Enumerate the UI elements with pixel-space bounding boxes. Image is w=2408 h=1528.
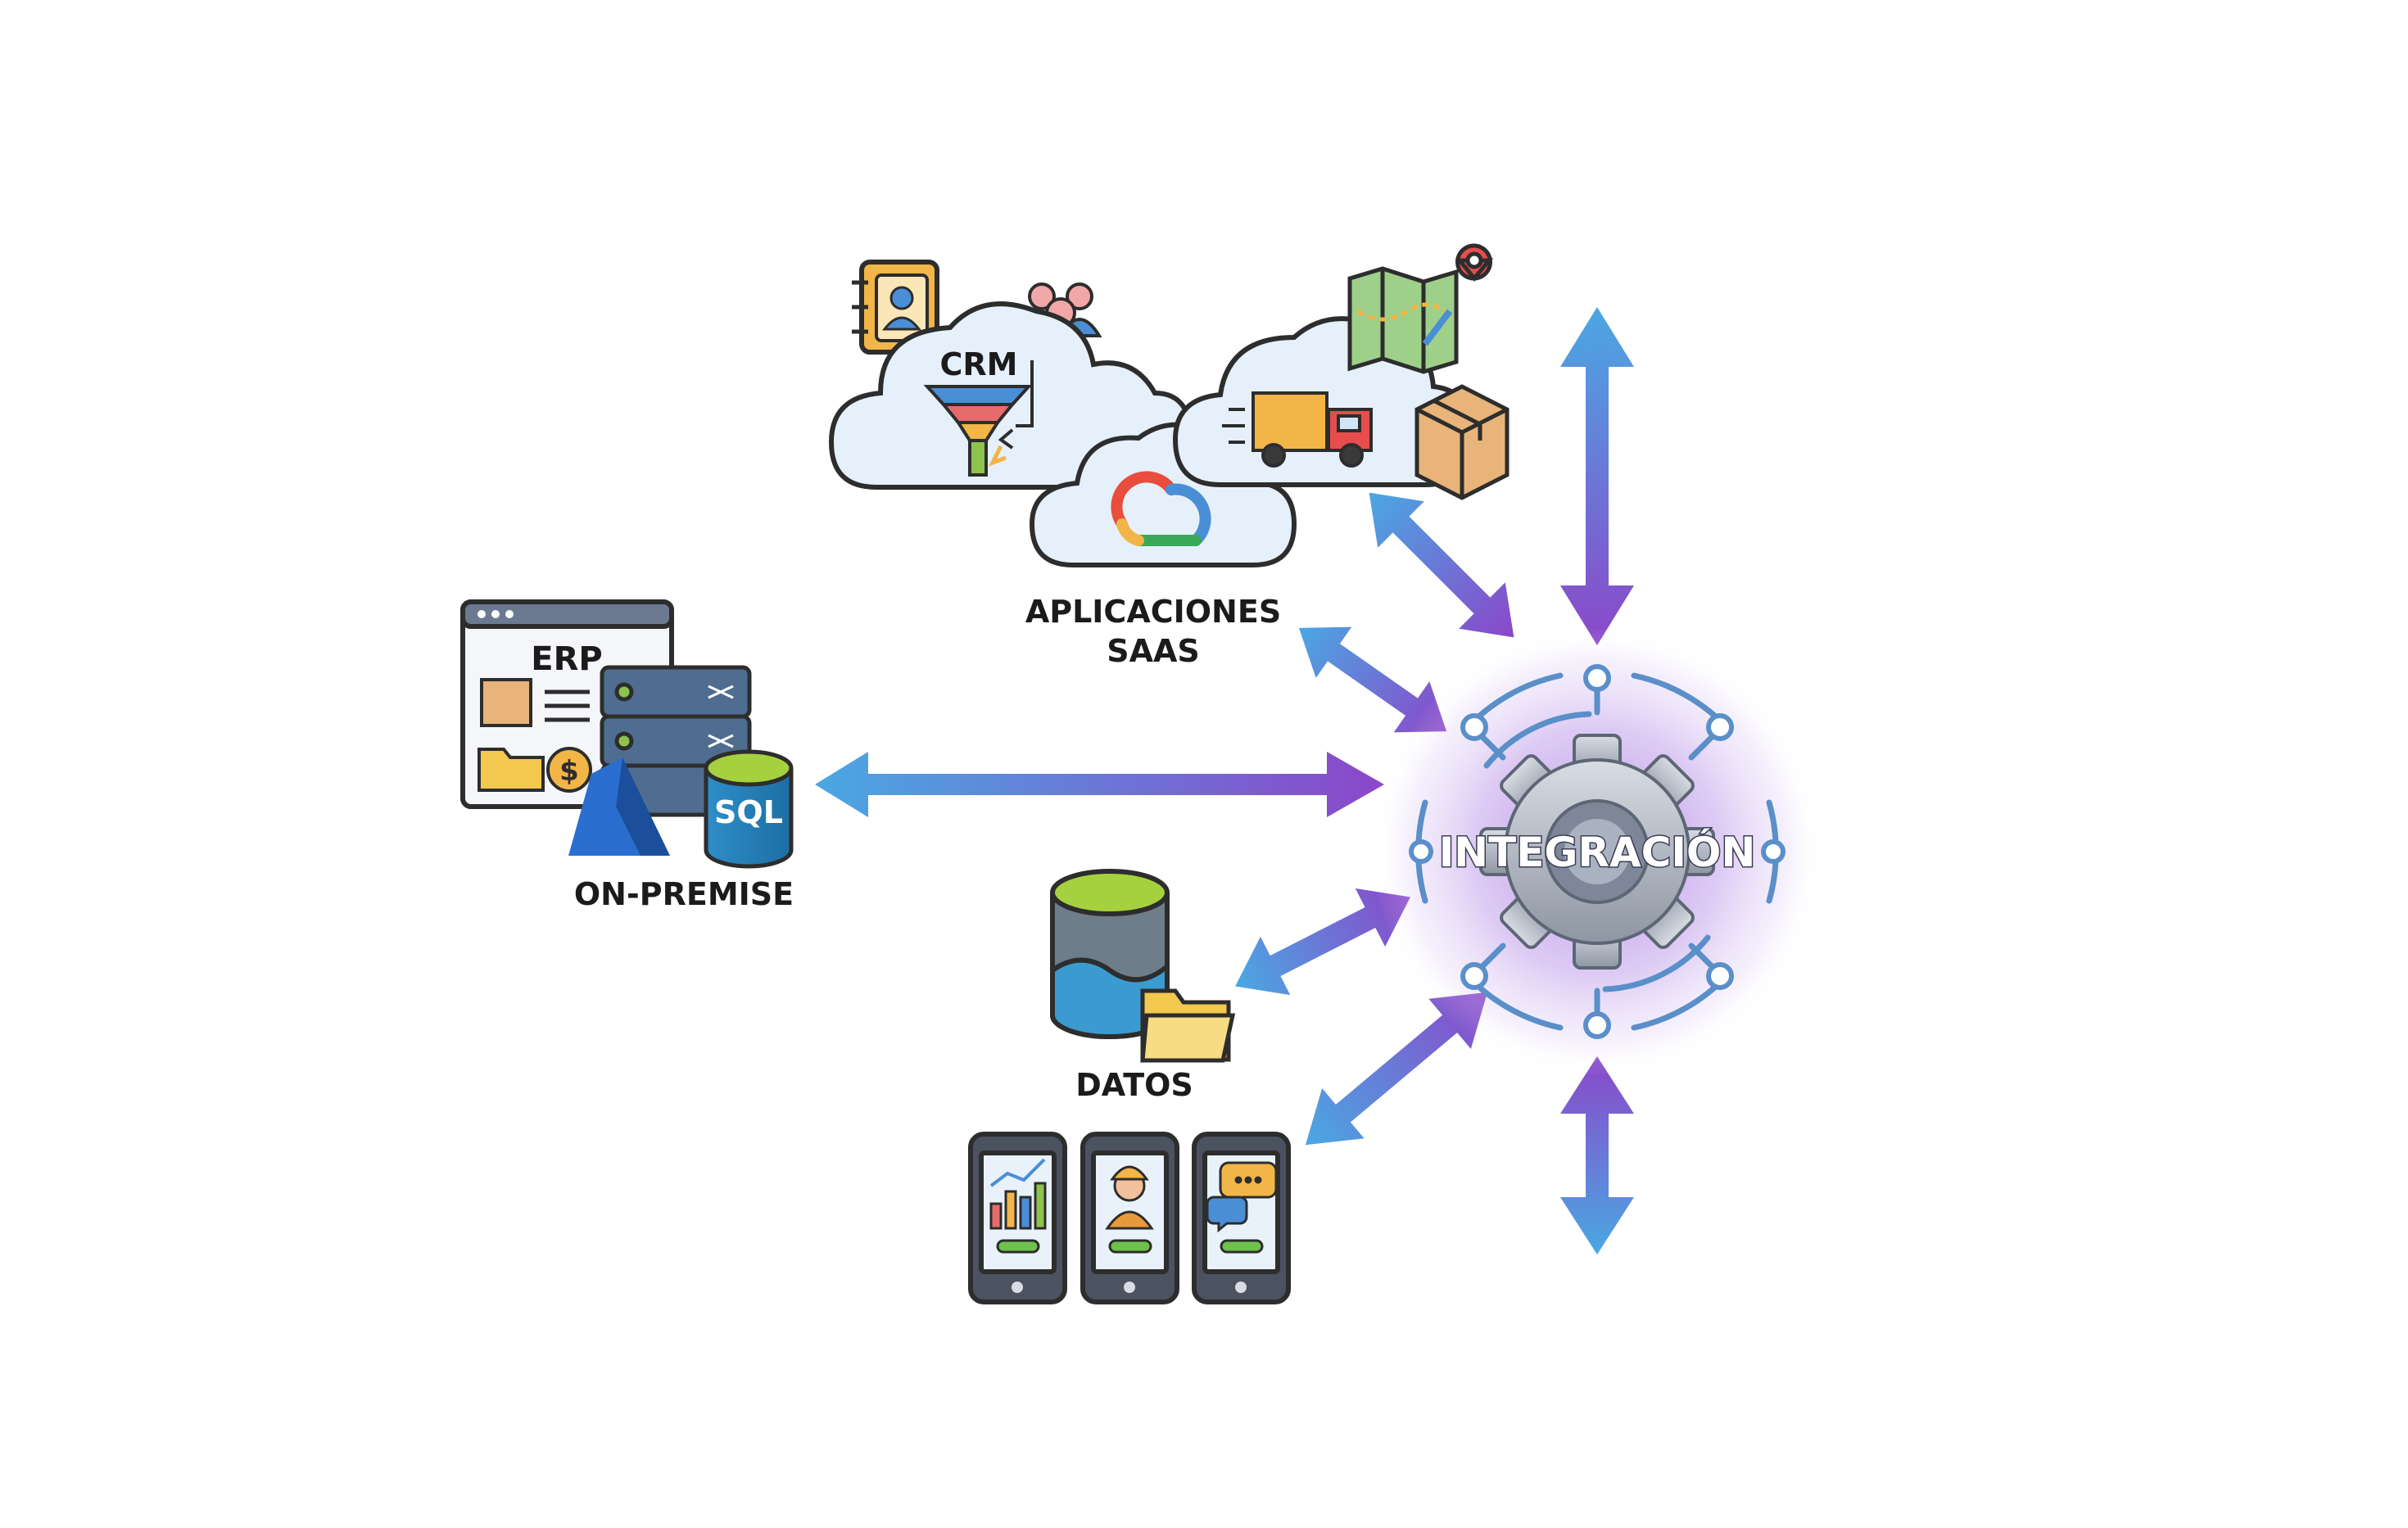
arrow-mobile [1305,992,1488,1146]
crm-label: CRM [940,346,1018,382]
gear-icon [1479,734,1715,970]
saas-label-line1: APLICACIONES [1025,594,1281,630]
database-icon [1050,869,1170,1039]
arrow-bottom-vertical [1560,1056,1634,1254]
sql-label: SQL [714,794,783,830]
funnel-icon [923,385,1033,477]
datos-label: DATOS [1075,1067,1193,1103]
google-cloud-icon [1111,471,1211,546]
arrow-saas-diagonal-1 [1369,492,1514,638]
datos-group: DATOS [1050,869,1236,1103]
arrow-saas-diagonal-2 [1298,626,1447,733]
on-premise-label: ON-PREMISE [574,876,794,912]
integration-hub: INTEGRACIÓN [1372,626,1822,1077]
arrow-datos [1235,888,1410,996]
arrow-on-premise [815,752,1384,817]
svg-text:$: $ [559,755,579,788]
on-premise-group: ERP $ SQL ON-PREMISE [460,599,794,912]
phone-worker-icon [1080,1132,1179,1304]
folder-icon [1140,988,1236,1063]
phone-chat-icon [1192,1132,1291,1304]
phone-analytics-icon [968,1132,1067,1304]
mobile-group [968,1132,1291,1304]
map-icon [1347,243,1494,374]
erp-label: ERP [531,640,602,678]
box-icon [1414,384,1510,500]
azure-icon [568,757,670,856]
saas-label-line2: SAAS [1107,633,1200,669]
database-icon: SQL [704,749,794,869]
contacts-book-icon [852,260,939,355]
delivery-truck-icon [1222,391,1373,468]
hub-label: INTEGRACIÓN [1439,828,1756,876]
saas-cluster: CRM [828,243,1510,669]
server-icon [600,665,752,817]
arrow-top-vertical [1560,307,1634,645]
